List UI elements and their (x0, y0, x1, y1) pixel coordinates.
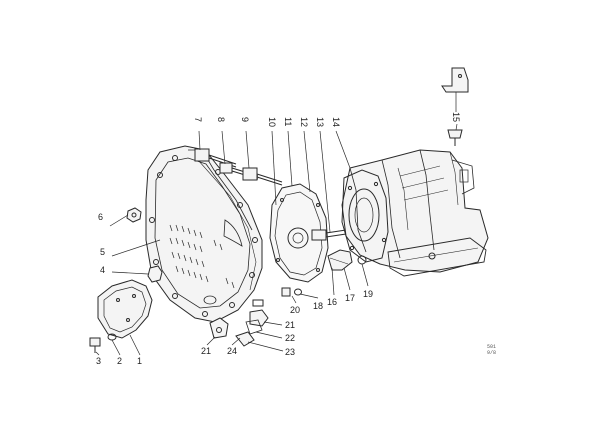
nut-4 (147, 265, 163, 283)
washer-19 (357, 255, 367, 265)
label-part-13: 13 (315, 117, 325, 128)
nut-6 (126, 207, 142, 223)
label-part-21-right: 21 (285, 320, 296, 330)
label-part-2: 2 (117, 356, 123, 366)
drawing-stamp: 501 9/8 (487, 344, 496, 356)
bolt-3 (89, 337, 101, 353)
label-part-7: 7 (193, 117, 203, 123)
label-part-5: 5 (100, 247, 106, 257)
label-part-3: 3 (96, 356, 102, 366)
bracket (441, 67, 469, 93)
label-part-4: 4 (100, 265, 106, 275)
breather-15 (447, 129, 463, 146)
transmission-case (341, 149, 489, 277)
bell-housing (145, 145, 263, 323)
label-part-24: 24 (227, 346, 238, 356)
screw-20 (281, 287, 302, 297)
label-part-22: 22 (285, 333, 296, 343)
label-part-1: 1 (137, 356, 143, 366)
bolts-7-8-9 (194, 148, 283, 186)
stamp-line-2: 9/8 (487, 350, 497, 356)
small-parts (209, 299, 269, 347)
label-part-12: 12 (299, 117, 309, 128)
label-part-6: 6 (98, 212, 104, 222)
label-part-9: 9 (240, 117, 250, 123)
label-part-23: 23 (285, 347, 296, 357)
stamp-line-1: 501 (487, 344, 497, 350)
label-part-15: 15 (451, 112, 461, 123)
cover-plate (97, 279, 153, 339)
label-part-11: 11 (283, 117, 293, 127)
label-part-20: 20 (290, 305, 301, 315)
label-part-8: 8 (216, 117, 226, 123)
label-part-16: 16 (327, 297, 338, 307)
intermediate-plate (269, 183, 347, 283)
label-part-14: 14 (331, 117, 341, 128)
sensor-17 (327, 249, 353, 271)
label-part-18: 18 (313, 301, 324, 311)
label-part-10: 10 (267, 117, 277, 128)
leader-lines (95, 92, 458, 356)
label-part-17: 17 (345, 293, 356, 303)
label-part-21-bottom: 21 (201, 346, 212, 356)
label-part-19: 19 (363, 289, 374, 299)
